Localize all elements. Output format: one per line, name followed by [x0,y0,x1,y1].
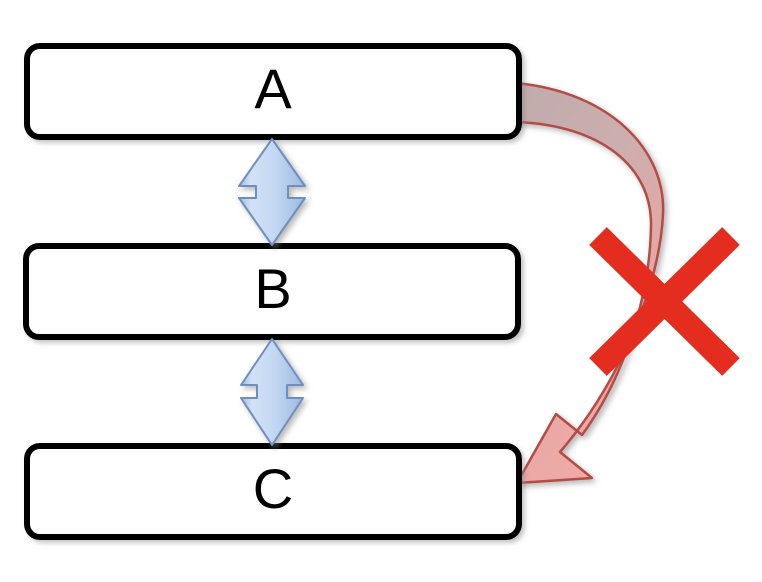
node-c[interactable]: C [24,443,522,540]
node-b-label: B [254,257,291,320]
cross-mark-icon [589,227,740,376]
node-c-box [24,443,522,540]
node-a-box [24,43,522,140]
connector-a-to-b-double-arrow[interactable] [238,138,306,246]
node-b-box [23,243,521,340]
connector-b-to-c-double-arrow[interactable] [240,338,304,446]
curved-arrow-shape [514,81,665,485]
double-arrow-bc-shape [240,338,304,446]
node-a-label: A [254,57,292,120]
connector-a-to-c-curved-arrow[interactable] [514,81,665,485]
node-c-label: C [253,457,293,520]
double-arrow-ab-shape [238,138,306,246]
cross-stroke-2 [589,227,740,376]
node-a[interactable]: A [24,43,522,140]
node-b[interactable]: B [23,243,521,340]
